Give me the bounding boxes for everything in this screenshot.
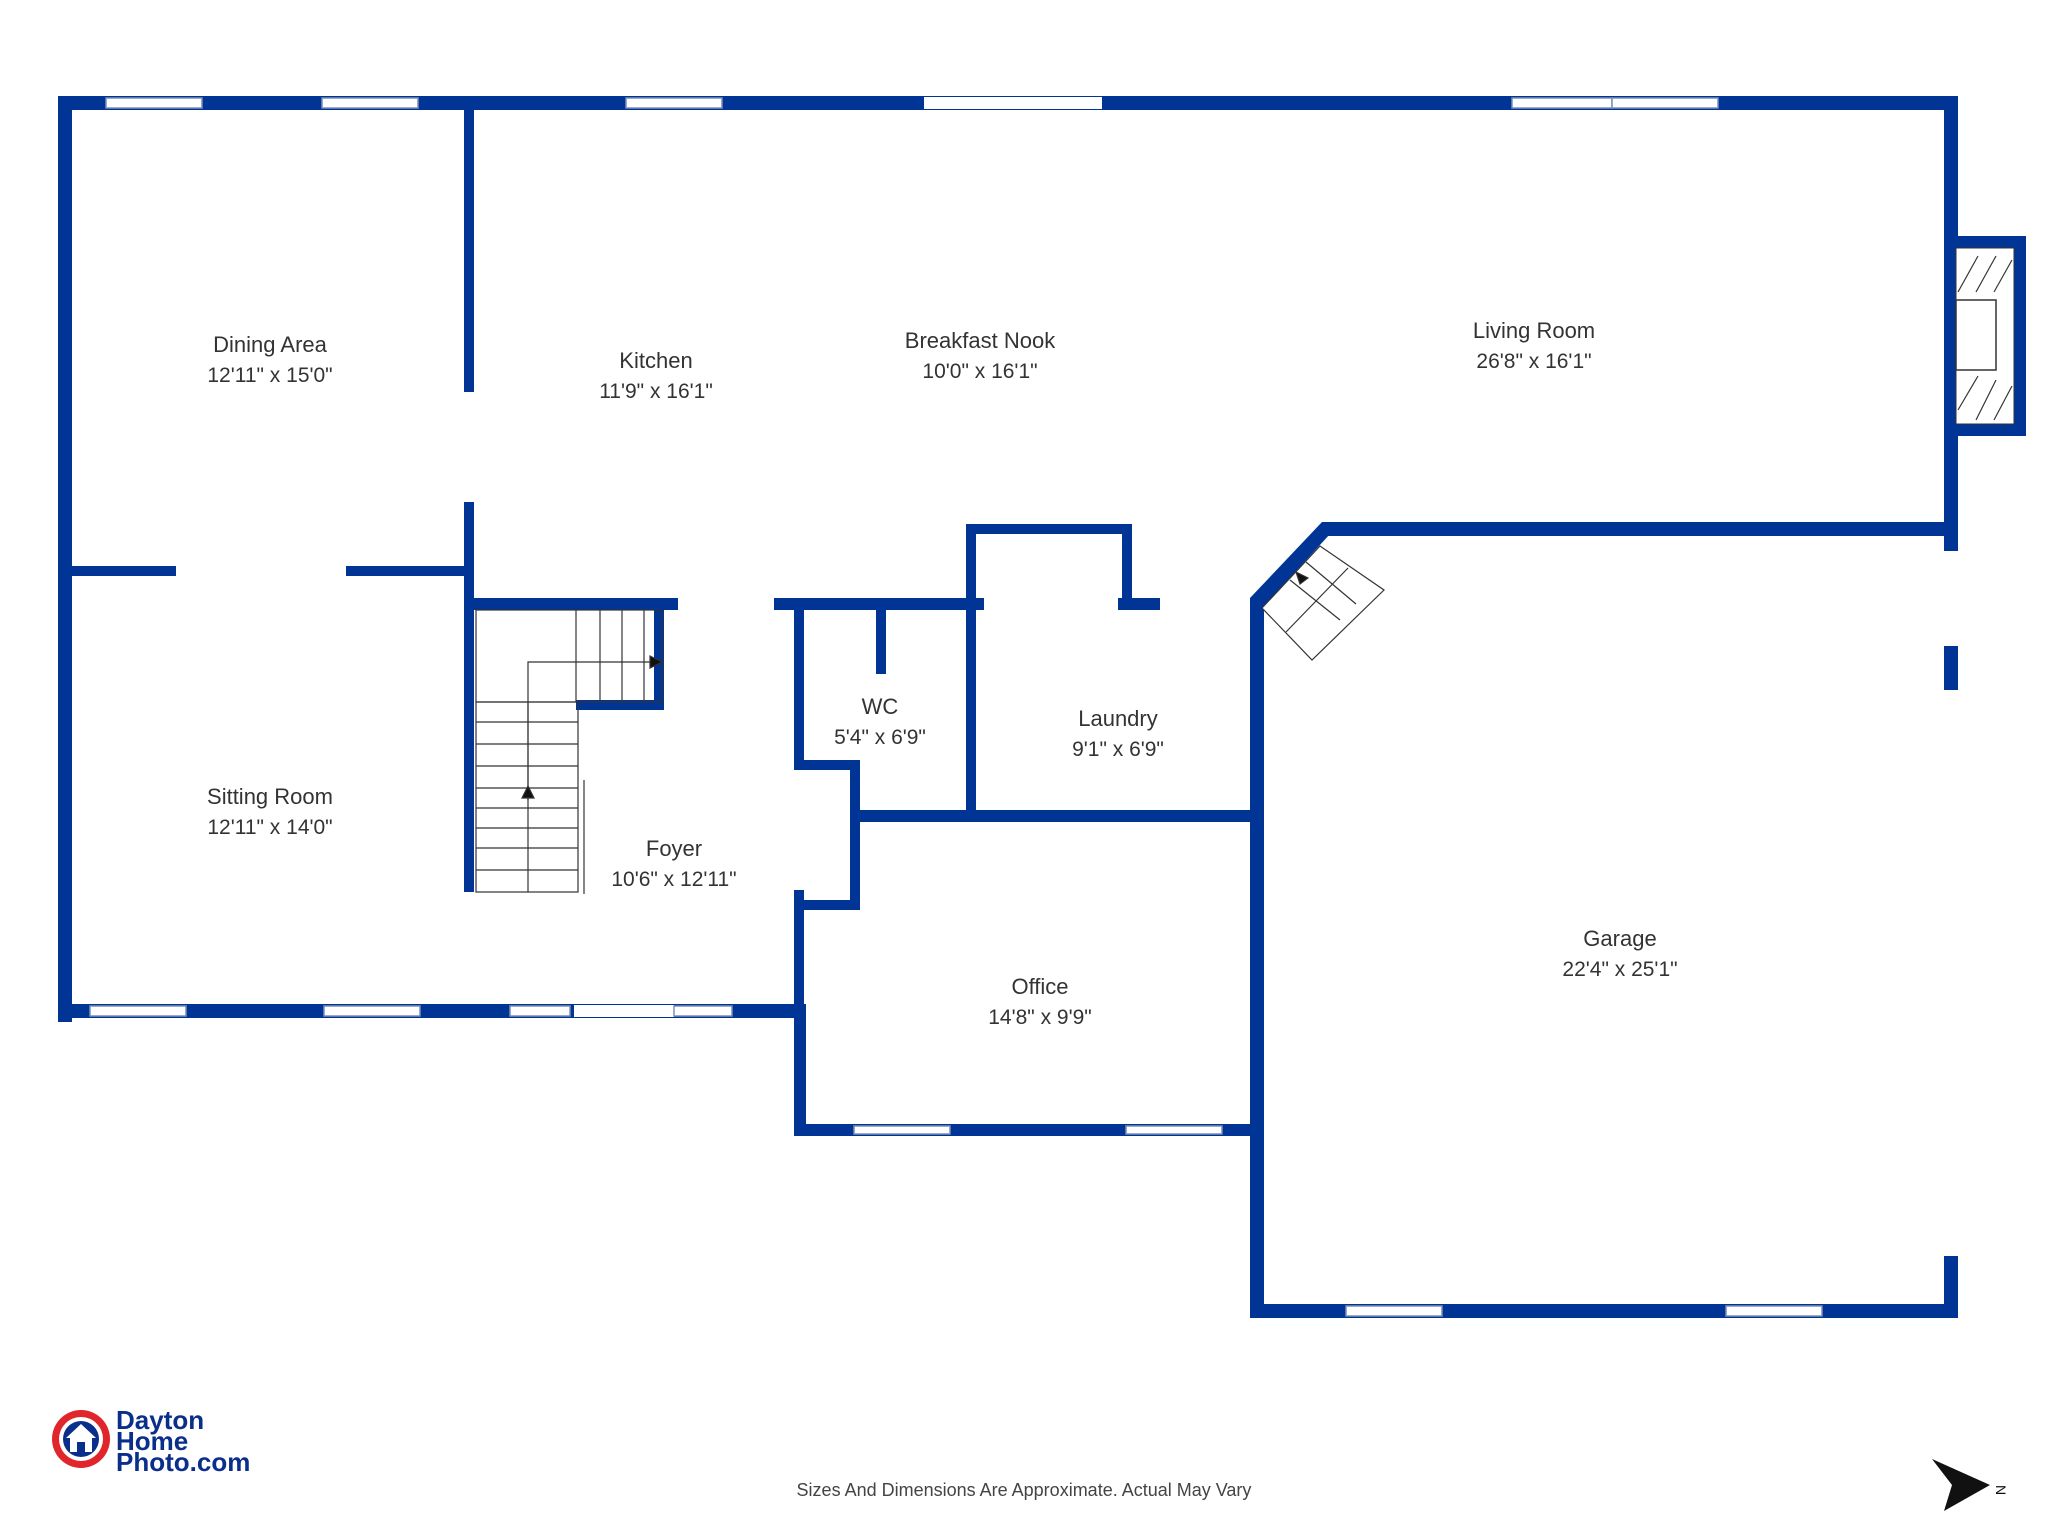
room-dims-foyer: 10'6" x 12'11" <box>611 868 736 891</box>
wall-wc-left-bottom <box>794 890 804 1012</box>
window <box>89 1005 187 1017</box>
logo-line-3: Photo.com <box>116 1447 251 1477</box>
room-name-living: Living Room <box>1473 318 1595 343</box>
room-dims-living: 26'8" x 16'1" <box>1476 350 1591 373</box>
wall-sitting-foyer <box>464 602 474 892</box>
wall-wc-closet-side <box>850 760 860 910</box>
room-dims-sitting: 12'11" x 14'0" <box>207 816 332 839</box>
room-name-dining: Dining Area <box>213 332 328 357</box>
north-arrow-icon: N <box>1930 1455 2010 1515</box>
fireplace-bottom <box>1944 424 2026 436</box>
wall-dining-sitting-left <box>72 566 176 576</box>
opening-kitchen-foyer <box>678 599 774 609</box>
openings <box>176 97 1957 1256</box>
wall-pantry-right <box>1122 524 1132 610</box>
wall-kitchen-bottom-left <box>464 598 678 610</box>
logo-text: Dayton Home Photo.com <box>116 1405 251 1477</box>
wall-office-left <box>794 1004 806 1136</box>
opening-garage-right2 <box>1945 690 1957 1256</box>
room-name-sitting: Sitting Room <box>207 784 333 809</box>
room-labels: Dining Area 12'11" x 15'0" Kitchen 11'9"… <box>207 318 1678 1029</box>
wall-wc-left-top <box>794 604 804 760</box>
window <box>853 1125 951 1135</box>
wall-wc-closet-top <box>794 760 860 770</box>
walls <box>58 96 2026 1318</box>
fireplace-side <box>2014 236 2026 436</box>
room-dims-office: 14'8" x 9'9" <box>988 1006 1092 1029</box>
room-dims-garage: 22'4" x 25'1" <box>1562 958 1677 981</box>
window <box>1511 97 1613 109</box>
fireplace-top <box>1944 236 2026 248</box>
opening-garage-right <box>1945 551 1957 646</box>
stairs-icon <box>475 609 664 894</box>
wall-dining-sitting-right <box>346 566 474 576</box>
wall-garage-right-bottom <box>1944 1256 1958 1318</box>
wall-dining-kitchen-lower <box>464 502 474 602</box>
window <box>509 1005 571 1017</box>
room-name-wc: WC <box>862 694 899 719</box>
window <box>1611 97 1719 109</box>
room-name-breakfast: Breakfast Nook <box>905 328 1056 353</box>
window <box>673 1005 733 1017</box>
logo-line-2: Home <box>116 1426 189 1456</box>
wall-pantry-left <box>966 524 976 610</box>
window <box>323 1005 421 1017</box>
windows <box>89 97 1823 1317</box>
logo: Dayton Home Photo.com <box>50 1405 280 1478</box>
wall-laundry-right <box>1250 598 1264 1314</box>
fireplace-icon <box>1955 247 2015 425</box>
wall-wc-stub <box>876 604 886 674</box>
window <box>321 97 419 109</box>
opening-dining-sitting <box>176 567 346 575</box>
room-name-foyer: Foyer <box>646 836 702 861</box>
room-dims-kitchen: 11'9" x 16'1" <box>599 380 713 403</box>
wall-garage-right-top <box>1944 646 1958 690</box>
house-camera-icon <box>52 1410 110 1468</box>
room-name-office: Office <box>1011 974 1068 999</box>
room-dims-breakfast: 10'0" x 16'1" <box>922 360 1037 383</box>
opening-top-slider <box>924 97 1102 109</box>
wall-stair-inner-h <box>576 700 664 710</box>
wall-office-top <box>860 810 1264 822</box>
wall-dining-kitchen-upper <box>464 110 474 392</box>
north-label: N <box>1993 1485 2009 1495</box>
window <box>1345 1305 1443 1317</box>
room-dims-dining: 12'11" x 15'0" <box>207 364 332 387</box>
room-dims-laundry: 9'1" x 6'9" <box>1072 738 1164 761</box>
disclaimer-text: Sizes And Dimensions Are Approximate. Ac… <box>796 1480 1252 1500</box>
garage-steps-icon <box>1261 545 1385 661</box>
room-name-laundry: Laundry <box>1078 706 1158 731</box>
room-name-garage: Garage <box>1583 926 1656 951</box>
wall-garage-diagonal <box>1250 522 1330 606</box>
window <box>105 97 203 109</box>
wall-right-living <box>1944 96 1958 551</box>
window <box>625 97 723 109</box>
wall-wc-closet-bottom <box>794 900 860 910</box>
room-dims-wc: 5'4" x 6'9" <box>834 726 926 749</box>
wall-stair-inner-v <box>654 606 664 710</box>
wall-pantry-top <box>966 524 1132 534</box>
opening-kitchen-laundry <box>984 599 1118 609</box>
logo-line-1: Dayton <box>116 1405 205 1435</box>
wall-left <box>58 96 72 1022</box>
wall-wc-laundry <box>966 604 976 820</box>
room-name-kitchen: Kitchen <box>619 348 692 373</box>
wall-living-bottom <box>1322 522 1958 536</box>
window <box>1725 1305 1823 1317</box>
opening-foyer-entry <box>574 1005 674 1017</box>
window <box>1125 1125 1223 1135</box>
